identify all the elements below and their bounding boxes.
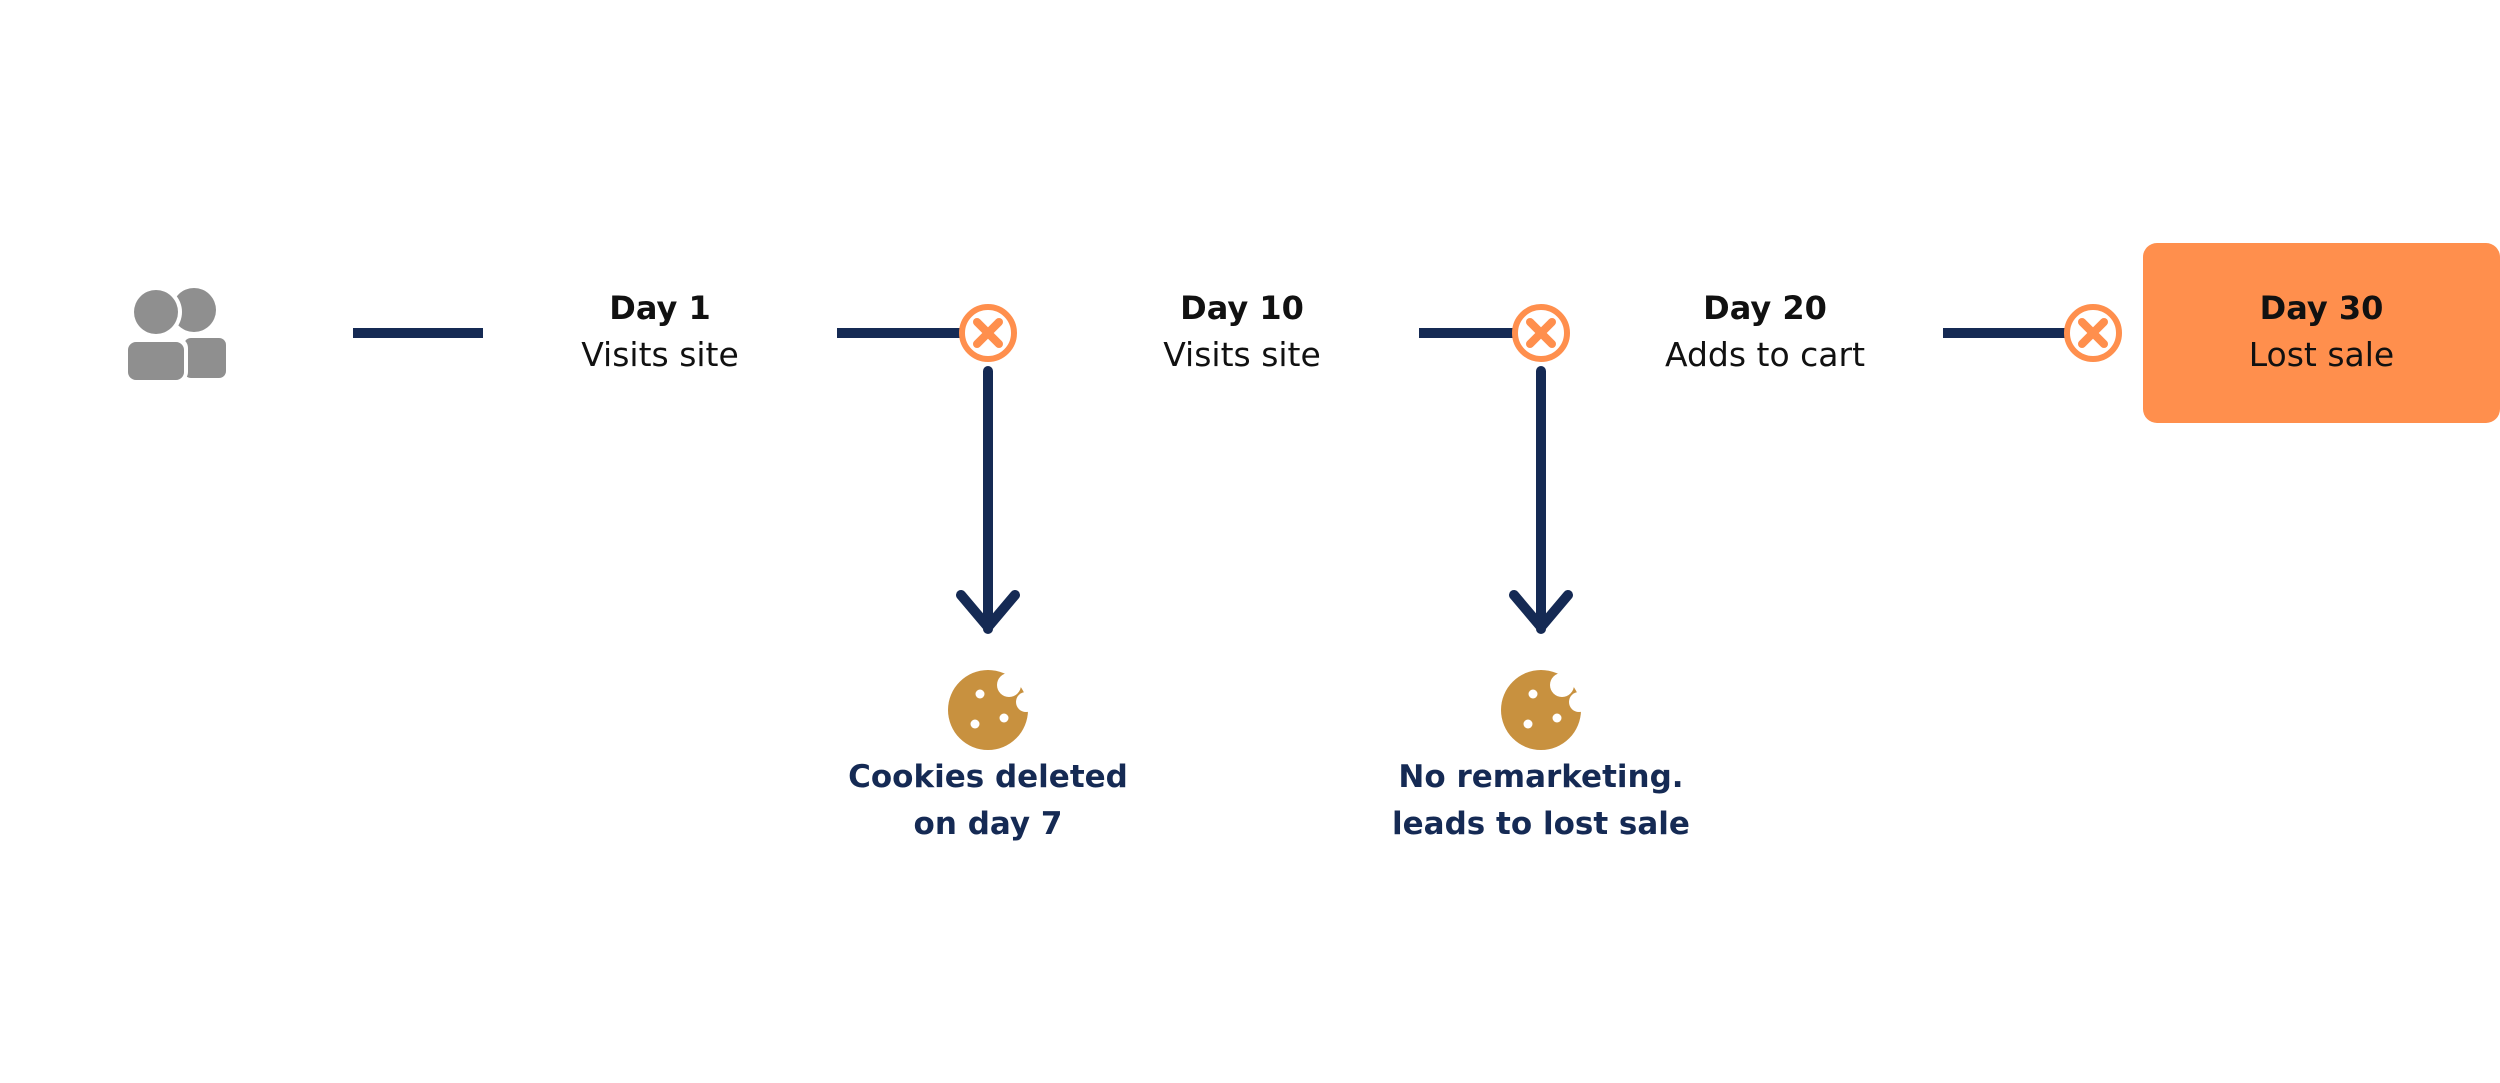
stage-day-20: Day 20 Adds to cart	[1595, 243, 1935, 423]
note-line: leads to lost sale	[1392, 806, 1690, 842]
note-cookies-deleted: Cookies deleted on day 7	[818, 754, 1158, 848]
note-line: No remarketing.	[1398, 759, 1684, 795]
stage-day-label: Day 1	[609, 289, 711, 327]
arrow-down-icon	[1509, 366, 1573, 634]
users-icon	[126, 286, 226, 382]
note-line: on day 7	[913, 806, 1063, 842]
stage-day-1: Day 1 Visits site	[490, 243, 830, 423]
stage-day-10: Day 10 Visits site	[1072, 243, 1412, 423]
stage-day-30: Day 30 Lost sale	[2143, 243, 2500, 423]
cookie-icon	[1501, 670, 1583, 750]
connector-line	[837, 328, 962, 338]
note-line: Cookies deleted	[848, 759, 1128, 795]
stage-action-label: Lost sale	[2248, 335, 2395, 374]
stage-day-label: Day 20	[1703, 289, 1827, 327]
cookie-icon	[948, 670, 1030, 750]
x-circle-icon	[2064, 304, 2122, 362]
stage-action-label: Visits site	[581, 335, 739, 374]
connector-line	[1943, 328, 2067, 338]
note-no-remarketing: No remarketing. leads to lost sale	[1371, 754, 1711, 848]
x-circle-icon	[959, 304, 1017, 362]
x-circle-icon	[1512, 304, 1570, 362]
stage-action-label: Adds to cart	[1664, 335, 1866, 374]
stage-action-label: Visits site	[1163, 335, 1321, 374]
connector-line	[353, 328, 483, 338]
connector-line	[1419, 328, 1514, 338]
stage-day-label: Day 30	[2259, 289, 2384, 327]
stage-day-label: Day 10	[1180, 289, 1304, 327]
arrow-down-icon	[956, 366, 1020, 634]
